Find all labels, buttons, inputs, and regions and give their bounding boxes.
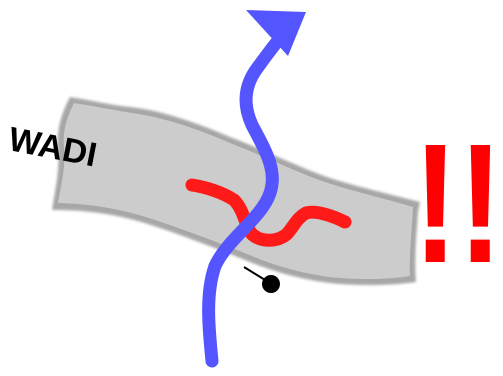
- route-line: [202, 31, 287, 368]
- wadi-band: [52, 97, 420, 286]
- marker-pin: [243, 266, 280, 293]
- wadi-band-fill: [58, 103, 413, 280]
- arrow-up-icon: [246, 10, 306, 56]
- alert-exclamation: !!: [413, 109, 503, 299]
- crossing-path: [185, 178, 352, 247]
